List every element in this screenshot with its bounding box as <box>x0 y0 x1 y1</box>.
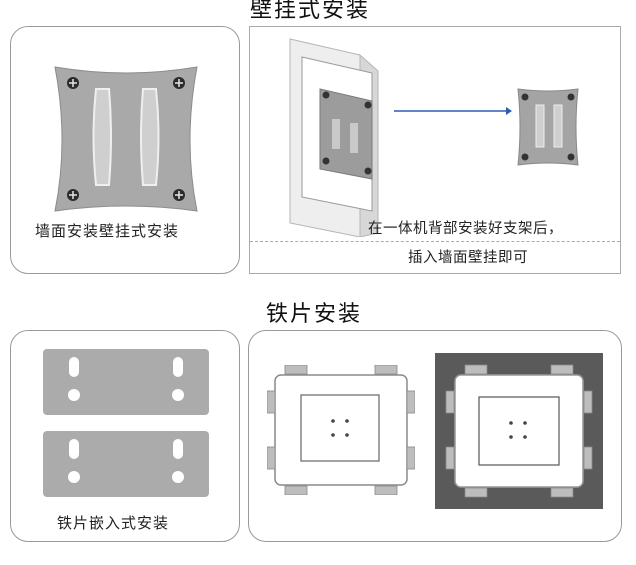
screen-frame-dark-icon <box>435 353 603 509</box>
wall-mount-step-line1: 在一体机背部安装好支架后， <box>368 221 563 237</box>
wall-mount-card: 墙面安装壁挂式安装 <box>10 26 240 274</box>
iron-plate-card: 铁片嵌入式安装 <box>10 330 240 542</box>
divider <box>250 241 620 242</box>
arrow-right-icon <box>506 107 512 115</box>
iron-plate-caption: 铁片嵌入式安装 <box>57 514 170 532</box>
wall-mount-steps-panel: 在一体机背部安装好支架后， 插入墙面壁挂即可 <box>249 26 621 274</box>
screen-frame-icon <box>267 365 415 495</box>
wall-mount-bracket-icon <box>54 66 198 212</box>
iron-plate-section-title: 铁片安装 <box>266 302 363 327</box>
wall-mount-section-title: 壁挂式安装 <box>250 0 371 23</box>
iron-plate-icon <box>43 349 209 497</box>
iron-plate-frames-card <box>248 330 622 542</box>
wall-mount-step-line2: 插入墙面壁挂即可 <box>408 250 528 266</box>
mounting-illustration <box>289 38 579 237</box>
wall-mount-caption: 墙面安装壁挂式安装 <box>35 222 180 240</box>
